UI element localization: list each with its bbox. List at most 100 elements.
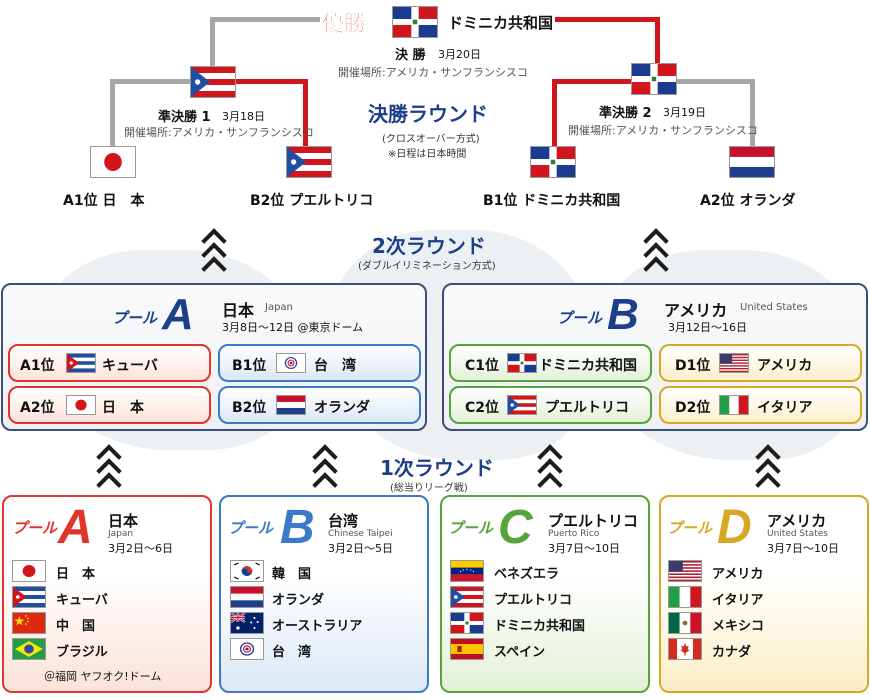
team-name: ベネズエラ bbox=[494, 567, 560, 582]
semifinal-venue: 開催場所:アメリカ・サンフランシスコ bbox=[568, 124, 758, 137]
team-name: プエルトリコ bbox=[545, 400, 629, 416]
final-venue: 開催場所:アメリカ・サンフランシスコ bbox=[338, 66, 528, 79]
team-name: イタリア bbox=[712, 593, 764, 608]
pool-dates: 3月7日〜10日 bbox=[767, 542, 839, 555]
flag-icon bbox=[230, 586, 264, 608]
team-name: オランダ bbox=[739, 193, 796, 209]
team-name: 日 本 bbox=[102, 193, 145, 209]
semifinal-venue: 開催場所:アメリカ・サンフランシスコ bbox=[124, 126, 314, 139]
advance-arrows-icon bbox=[537, 444, 563, 498]
flag-icon bbox=[729, 146, 775, 178]
bracket-line bbox=[750, 79, 755, 147]
seed-label: A2位 bbox=[20, 400, 55, 416]
flag-icon bbox=[530, 146, 576, 178]
advance-arrows-icon bbox=[201, 228, 227, 282]
semifinal-team: A2位 オランダ bbox=[700, 190, 795, 210]
pool-letter: A bbox=[58, 501, 93, 554]
pool-dates: 3月2日〜6日 bbox=[108, 542, 173, 555]
pool-word: プール bbox=[12, 519, 58, 537]
result-d2: D2位 イタリア bbox=[659, 386, 862, 424]
pool-dates: 3月8日〜12日 @東京ドーム bbox=[222, 321, 364, 334]
bracket-line bbox=[676, 79, 754, 84]
pool-word: プール bbox=[557, 309, 603, 327]
semifinal-team: A1位 日 本 bbox=[63, 190, 144, 210]
bracket-line bbox=[236, 79, 308, 84]
final-round-title: 決勝ラウンド bbox=[368, 102, 488, 126]
flag-icon bbox=[12, 612, 46, 634]
flag-icon bbox=[66, 353, 96, 373]
team-name: オランダ bbox=[314, 400, 370, 416]
flag-icon bbox=[631, 63, 677, 95]
team-name: カナダ bbox=[712, 645, 752, 660]
flag-icon bbox=[507, 395, 537, 415]
pool-host-en: United States bbox=[740, 302, 808, 313]
flag-icon bbox=[90, 146, 136, 178]
flag-icon bbox=[12, 560, 46, 582]
flag-icon bbox=[12, 586, 46, 608]
pool-dates: 3月7日〜10日 bbox=[548, 542, 620, 555]
bracket-line bbox=[210, 17, 320, 22]
seed-label: A1位 bbox=[63, 193, 98, 209]
team-name: ドミニカ共和国 bbox=[494, 619, 586, 634]
result-d1: D1位 アメリカ bbox=[659, 344, 862, 382]
semifinal-title: 準決勝 1 bbox=[158, 110, 211, 125]
pool-dates: 3月12日〜16日 bbox=[668, 321, 747, 334]
bracket-line bbox=[210, 17, 215, 69]
semifinal-team: B2位 プエルトリコ bbox=[250, 190, 373, 210]
result-b1: B1位 台 湾 bbox=[218, 344, 421, 382]
pool-host: アメリカ bbox=[767, 512, 827, 530]
advance-arrows-icon bbox=[312, 444, 338, 498]
semifinal-date: 3月18日 bbox=[222, 110, 265, 123]
champion-label: 優勝 bbox=[322, 12, 367, 37]
bracket-line bbox=[303, 79, 308, 147]
pool-word: プール bbox=[112, 309, 158, 327]
team-name: オーストラリア bbox=[272, 619, 363, 634]
team-name: プエルトリコ bbox=[289, 193, 374, 209]
flag-icon bbox=[668, 612, 702, 634]
bracket-line bbox=[555, 17, 660, 22]
team-name: キューバ bbox=[56, 593, 108, 608]
team-name: ブラジル bbox=[56, 645, 108, 660]
second-round-title: 2次ラウンド bbox=[372, 234, 486, 258]
first-round-format: (総当りリーグ戦) bbox=[390, 483, 468, 494]
pool-letter: B bbox=[280, 501, 315, 554]
advance-arrows-icon bbox=[755, 444, 781, 498]
team-name: 韓 国 bbox=[272, 567, 312, 582]
flag-icon bbox=[450, 560, 484, 582]
pool-word: プール bbox=[667, 519, 713, 537]
seed-label: B2位 bbox=[232, 400, 267, 416]
pool-venue: ＠福岡 ヤフオク!ドーム bbox=[44, 670, 162, 683]
pool-host-en: Japan bbox=[108, 529, 134, 539]
pool-word: プール bbox=[228, 519, 274, 537]
pool-host: 日本 bbox=[108, 512, 139, 530]
advance-arrows-icon bbox=[643, 228, 669, 282]
pool-letter: D bbox=[717, 501, 752, 554]
flag-icon bbox=[276, 353, 306, 373]
flag-icon bbox=[66, 395, 96, 415]
pool-host: アメリカ bbox=[664, 301, 728, 320]
first-round-pool-d bbox=[659, 495, 869, 693]
flag-icon bbox=[719, 395, 749, 415]
flag-icon bbox=[668, 586, 702, 608]
flag-icon bbox=[450, 638, 484, 660]
team-name: 台 湾 bbox=[314, 358, 356, 374]
result-c2: C2位 プエルトリコ bbox=[449, 386, 652, 424]
seed-label: A2位 bbox=[700, 193, 735, 209]
flag-icon bbox=[190, 66, 236, 98]
pool-host: 台湾 bbox=[328, 512, 359, 530]
pool-host-en: Japan bbox=[265, 302, 293, 313]
team-name: ドミニカ共和国 bbox=[522, 193, 621, 209]
flag-icon bbox=[230, 638, 264, 660]
champion-team: ドミニカ共和国 bbox=[448, 14, 554, 32]
result-b2: B2位 オランダ bbox=[218, 386, 421, 424]
advance-arrows-icon bbox=[96, 444, 122, 498]
pool-dates: 3月2日〜5日 bbox=[328, 542, 393, 555]
semifinal-title: 準決勝 2 bbox=[599, 106, 652, 121]
flag-icon bbox=[230, 612, 264, 634]
seed-label: B1位 bbox=[232, 358, 267, 374]
flag-icon bbox=[230, 560, 264, 582]
flag-icon bbox=[392, 6, 438, 38]
team-name: オランダ bbox=[272, 593, 325, 608]
pool-letter: A bbox=[162, 290, 194, 339]
team-name: 日 本 bbox=[56, 567, 96, 582]
